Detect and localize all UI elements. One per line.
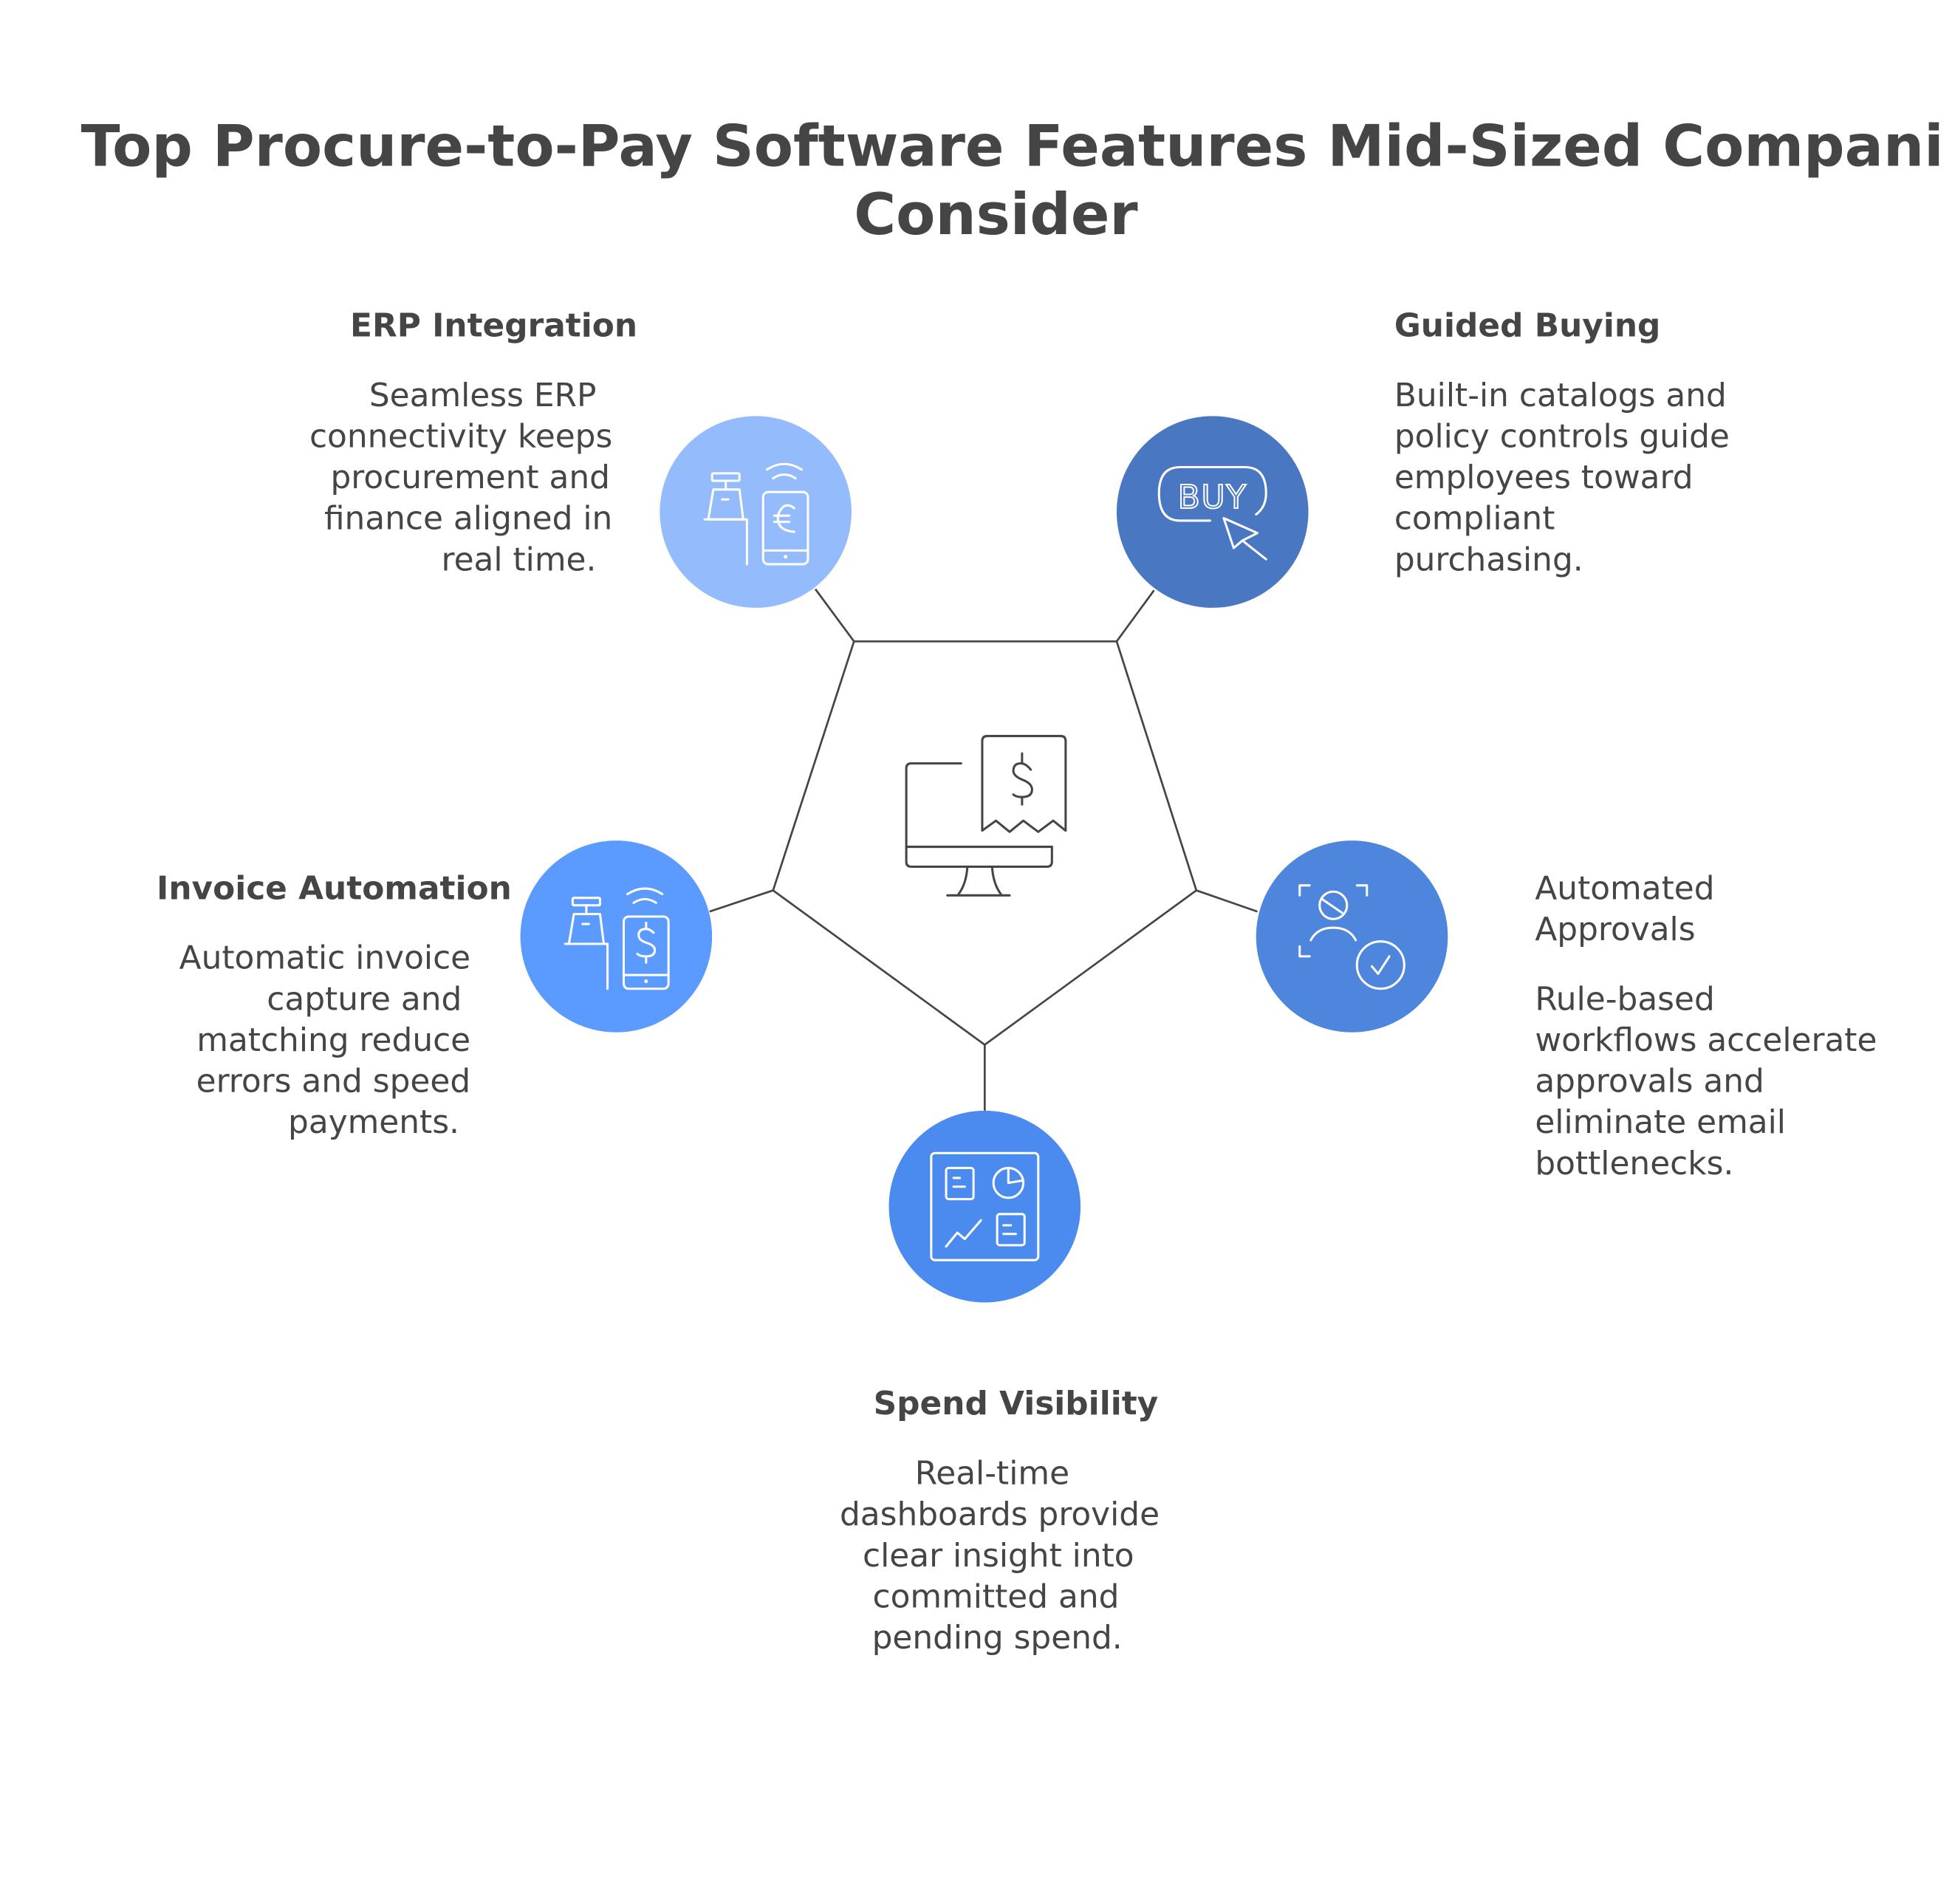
erp-description: Seamless ERP connectivity keeps procurem… (309, 377, 612, 578)
svg-text:procurement and: procurement and (330, 459, 609, 496)
svg-text:BUY: BUY (1178, 479, 1247, 516)
svg-text:Automatic invoice: Automatic invoice (179, 939, 471, 977)
svg-text:committed and: committed and (873, 1578, 1120, 1615)
feature-automated-approvals: Automated Approvals Rule-based workflows… (1256, 840, 1877, 1182)
invoice-circle (520, 840, 713, 1033)
approvals-heading: Automated Approvals (1535, 869, 1714, 948)
spend-heading: Spend Visibility (874, 1385, 1159, 1422)
svg-text:finance aligned in: finance aligned in (324, 500, 612, 538)
svg-text:compliant: compliant (1394, 500, 1555, 538)
svg-text:Rule-based: Rule-based (1535, 980, 1714, 1018)
central-pentagon (772, 640, 1198, 1047)
erp-heading: ERP Integration (350, 307, 637, 344)
svg-text:matching reduce: matching reduce (196, 1021, 470, 1059)
svg-text:approvals and: approvals and (1535, 1063, 1764, 1100)
guided-heading: Guided Buying (1394, 307, 1661, 344)
svg-text:dashboards provide: dashboards provide (840, 1496, 1160, 1533)
svg-text:connectivity keeps: connectivity keeps (309, 417, 612, 455)
invoice-heading: Invoice Automation (157, 869, 512, 907)
title-line-2: Consider (854, 182, 1137, 248)
feature-invoice-automation: Invoice Automation Automatic invoice cap… (157, 840, 713, 1141)
dashboard-icon (930, 1151, 1040, 1261)
svg-text:Built-in catalogs and: Built-in catalogs and (1394, 377, 1727, 414)
monitor-receipt-dollar-icon (905, 735, 1067, 897)
user-verified-icon (1298, 884, 1405, 990)
approvals-description: Rule-based workflows accelerate approval… (1535, 980, 1877, 1182)
svg-text:policy controls guide: policy controls guide (1394, 417, 1730, 455)
connector-lines (709, 588, 1258, 1111)
svg-text:employees toward: employees toward (1394, 459, 1694, 496)
svg-text:real time.: real time. (442, 541, 597, 578)
svg-text:Automated: Automated (1535, 869, 1714, 907)
svg-text:eliminate email: eliminate email (1535, 1103, 1786, 1141)
cash-register-dollar-phone-icon (564, 887, 670, 990)
svg-text:bottlenecks.: bottlenecks. (1535, 1145, 1733, 1182)
svg-text:Real-time: Real-time (915, 1455, 1069, 1493)
spend-description: Real-time dashboards provide clear insig… (840, 1455, 1160, 1657)
svg-text:purchasing.: purchasing. (1394, 541, 1583, 578)
svg-text:Approvals: Approvals (1535, 911, 1695, 948)
invoice-description: Automatic invoice capture and matching r… (179, 939, 471, 1141)
svg-text:pending spend.: pending spend. (872, 1619, 1123, 1657)
guided-circle (1116, 416, 1309, 608)
svg-text:payments.: payments. (288, 1103, 459, 1141)
feature-guided-buying: BUY Guided Buying Built-in catalogs and … (1116, 307, 1730, 608)
title-line-1: Top Procure-to-Pay Software Features Mid… (81, 114, 1944, 180)
approvals-circle (1256, 840, 1448, 1033)
spend-circle (888, 1110, 1081, 1303)
svg-text:clear insight into: clear insight into (863, 1537, 1134, 1575)
buy-button-cursor-icon: BUY (1157, 465, 1267, 561)
feature-spend-visibility: Spend Visibility Real-time dashboards pr… (840, 1110, 1160, 1657)
svg-text:Seamless ERP: Seamless ERP (369, 377, 597, 414)
svg-text:workflows accelerate: workflows accelerate (1535, 1021, 1877, 1059)
guided-description: Built-in catalogs and policy controls gu… (1394, 377, 1730, 578)
svg-text:capture and: capture and (267, 980, 462, 1018)
feature-erp-integration: ERP Integration Seamless ERP connectivit… (309, 307, 852, 608)
cash-register-euro-phone-icon (703, 462, 809, 566)
svg-text:errors and speed: errors and speed (196, 1063, 471, 1100)
erp-circle (660, 416, 852, 608)
